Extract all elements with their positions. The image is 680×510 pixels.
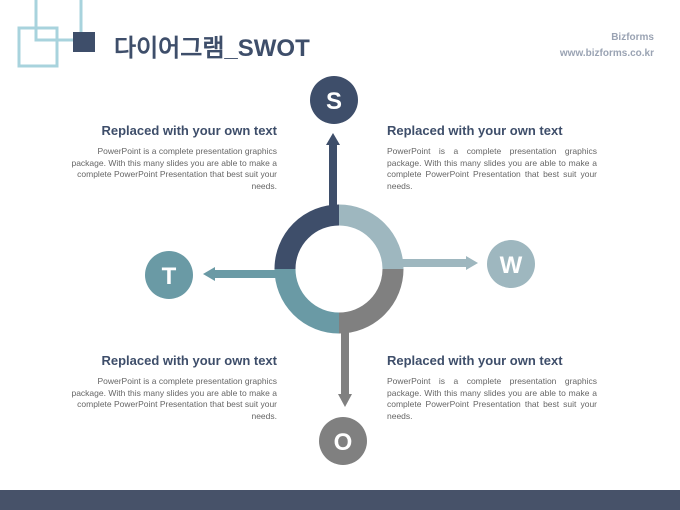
circle-o [319, 417, 367, 465]
circle-w [487, 240, 535, 288]
letter-w: W [500, 252, 523, 279]
ring-t [274, 268, 340, 334]
ring-w [338, 204, 404, 270]
ring-o [338, 268, 404, 334]
circle-s [310, 76, 358, 124]
letter-t: T [162, 263, 177, 290]
arrow-s [326, 133, 340, 209]
arrow-w [400, 256, 478, 270]
letter-o: O [334, 429, 353, 456]
arrow-o [338, 330, 352, 407]
page-title: 다이어그램_SWOT [114, 35, 310, 62]
arrow-t [203, 267, 278, 281]
circle-t [145, 251, 193, 299]
logo-squares [17, 0, 95, 68]
footer-bar [0, 490, 680, 510]
letter-s: S [326, 88, 342, 115]
swot-diagram: S W T O [145, 76, 535, 465]
ring-s [274, 204, 340, 270]
